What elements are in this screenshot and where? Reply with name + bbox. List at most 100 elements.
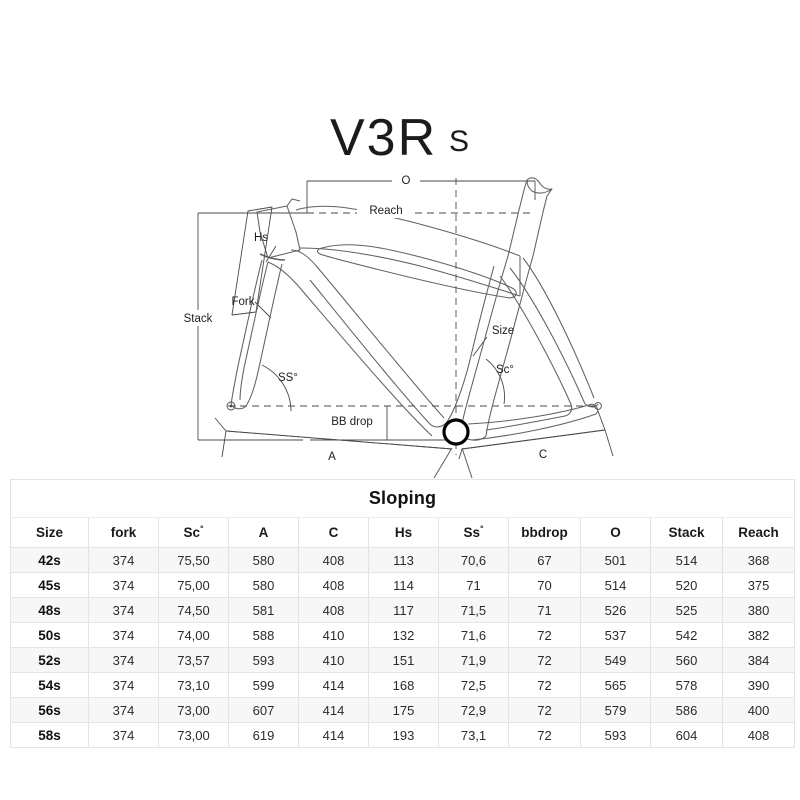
- table-cell-o: 593: [580, 722, 651, 748]
- table-cell-size: 54s: [10, 672, 89, 698]
- table-cell-c: 410: [298, 647, 369, 673]
- frame-outline: [230, 177, 599, 478]
- table-cell-sc: 75,00: [158, 572, 229, 598]
- table-title-row: Sloping: [9, 479, 796, 518]
- table-cell-bbdrop: 71: [508, 597, 581, 623]
- diagram-labels: O Reach Hs Stack Fork SS° BB drop Size S…: [178, 172, 553, 463]
- dim-tick-c-right: [604, 429, 614, 457]
- top-tube-lower-edge: [299, 247, 521, 297]
- table-cell-size: 45s: [10, 572, 89, 598]
- table-cell-o: 501: [580, 547, 651, 573]
- degree-symbol-icon: °: [199, 523, 204, 534]
- diagram-label-sc-angle: Sc°: [496, 364, 514, 376]
- table-cell-bbdrop: 70: [508, 572, 581, 598]
- dim-tick-a-left: [221, 430, 227, 458]
- table-cell-bbdrop: 72: [508, 697, 581, 723]
- table-cell-reach: 384: [721, 647, 796, 673]
- fork-inner-void: [239, 261, 269, 401]
- table-cell-stack: 578: [650, 672, 723, 698]
- logo-text-s: S: [449, 125, 469, 158]
- diagram-label-bb-drop: BB drop: [331, 416, 373, 428]
- table-cell-c: 410: [298, 622, 369, 648]
- table-column-header-o: O: [580, 517, 651, 548]
- table-cell-a: 588: [228, 622, 299, 648]
- table-cell-ss: 72,5: [438, 672, 509, 698]
- fork-front-edge: [245, 263, 283, 407]
- table-column-header-a: A: [228, 517, 299, 548]
- fork-rear-edge: [230, 259, 263, 405]
- table-cell-size: 48s: [10, 597, 89, 623]
- table-column-header-reach: Reach: [721, 517, 796, 548]
- front-triangle-inner: [309, 265, 495, 428]
- hs-measure-box: [231, 206, 273, 316]
- table-cell-stack: 604: [650, 722, 723, 748]
- table-cell-ss: 71,9: [438, 647, 509, 673]
- table-column-header-fork: fork: [88, 517, 159, 548]
- diagram-label-a: A: [328, 451, 336, 463]
- diagram-label-hs: Hs: [254, 232, 268, 244]
- label-bg-bbdrop: [323, 412, 381, 428]
- table-cell-c: 408: [298, 572, 369, 598]
- diagram-label-ss-angle: SS°: [278, 372, 298, 384]
- table-cell-hs: 175: [368, 697, 439, 723]
- table-cell-ss: 73,1: [438, 722, 509, 748]
- table-cell-a: 599: [228, 672, 299, 698]
- bottom-bracket-icon: [442, 418, 470, 446]
- table-cell-size: 42s: [10, 547, 89, 573]
- table-cell-a: 619: [228, 722, 299, 748]
- table-cell-stack: 560: [650, 647, 723, 673]
- diagram-label-stack: Stack: [184, 313, 213, 325]
- table-cell-hs: 193: [368, 722, 439, 748]
- seat-stay-lower-edge: [509, 267, 586, 405]
- table-cell-fork: 374: [88, 672, 159, 698]
- table-cell-c: 408: [298, 597, 369, 623]
- table-cell-o: 514: [580, 572, 651, 598]
- table-column-header-hs: Hs: [368, 517, 439, 548]
- table-cell-fork: 374: [88, 547, 159, 573]
- table-cell-o: 537: [580, 622, 651, 648]
- table-cell-o: 579: [580, 697, 651, 723]
- label-bg-a: [322, 448, 342, 463]
- label-bg-o: [392, 172, 420, 186]
- table-cell-ss: 71: [438, 572, 509, 598]
- table-cell-fork: 374: [88, 697, 159, 723]
- crank-arm-left: [433, 447, 453, 478]
- table-cell-fork: 374: [88, 622, 159, 648]
- table-cell-c: 414: [298, 697, 369, 723]
- table-cell-hs: 117: [368, 597, 439, 623]
- table-cell-size: 58s: [10, 722, 89, 748]
- label-bg-stack: [178, 310, 220, 326]
- table-cell-a: 580: [228, 572, 299, 598]
- table-cell-sc: 73,00: [158, 697, 229, 723]
- frame-drawing-svg: V3R S: [178, 109, 614, 478]
- table-cell-o: 549: [580, 647, 651, 673]
- angle-arc-ss: [261, 364, 292, 412]
- seat-stay-upper-edge: [522, 257, 595, 399]
- table-cell-reach: 380: [721, 597, 796, 623]
- table-column-header-size: Size: [10, 517, 89, 548]
- table-cell-sc: 74,50: [158, 597, 229, 623]
- rear-triangle-inner: [485, 275, 573, 431]
- fork-dropout: [230, 403, 247, 410]
- top-tube-inner-void: [317, 244, 517, 299]
- table-cell-c: 408: [298, 547, 369, 573]
- table-cell-ss: 70,6: [438, 547, 509, 573]
- table-cell-hs: 113: [368, 547, 439, 573]
- head-tube-top: [286, 198, 301, 207]
- table-cell-bbdrop: 72: [508, 672, 581, 698]
- table-cell-reach: 390: [721, 672, 796, 698]
- table-cell-bbdrop: 67: [508, 547, 581, 573]
- table-cell-ss: 71,5: [438, 597, 509, 623]
- table-cell-stack: 514: [650, 547, 723, 573]
- table-cell-reach: 408: [721, 722, 796, 748]
- table-column-header-ss: Ss°: [438, 517, 509, 548]
- table-cell-fork: 374: [88, 647, 159, 673]
- table-cell-size: 52s: [10, 647, 89, 673]
- table-cell-reach: 375: [721, 572, 796, 598]
